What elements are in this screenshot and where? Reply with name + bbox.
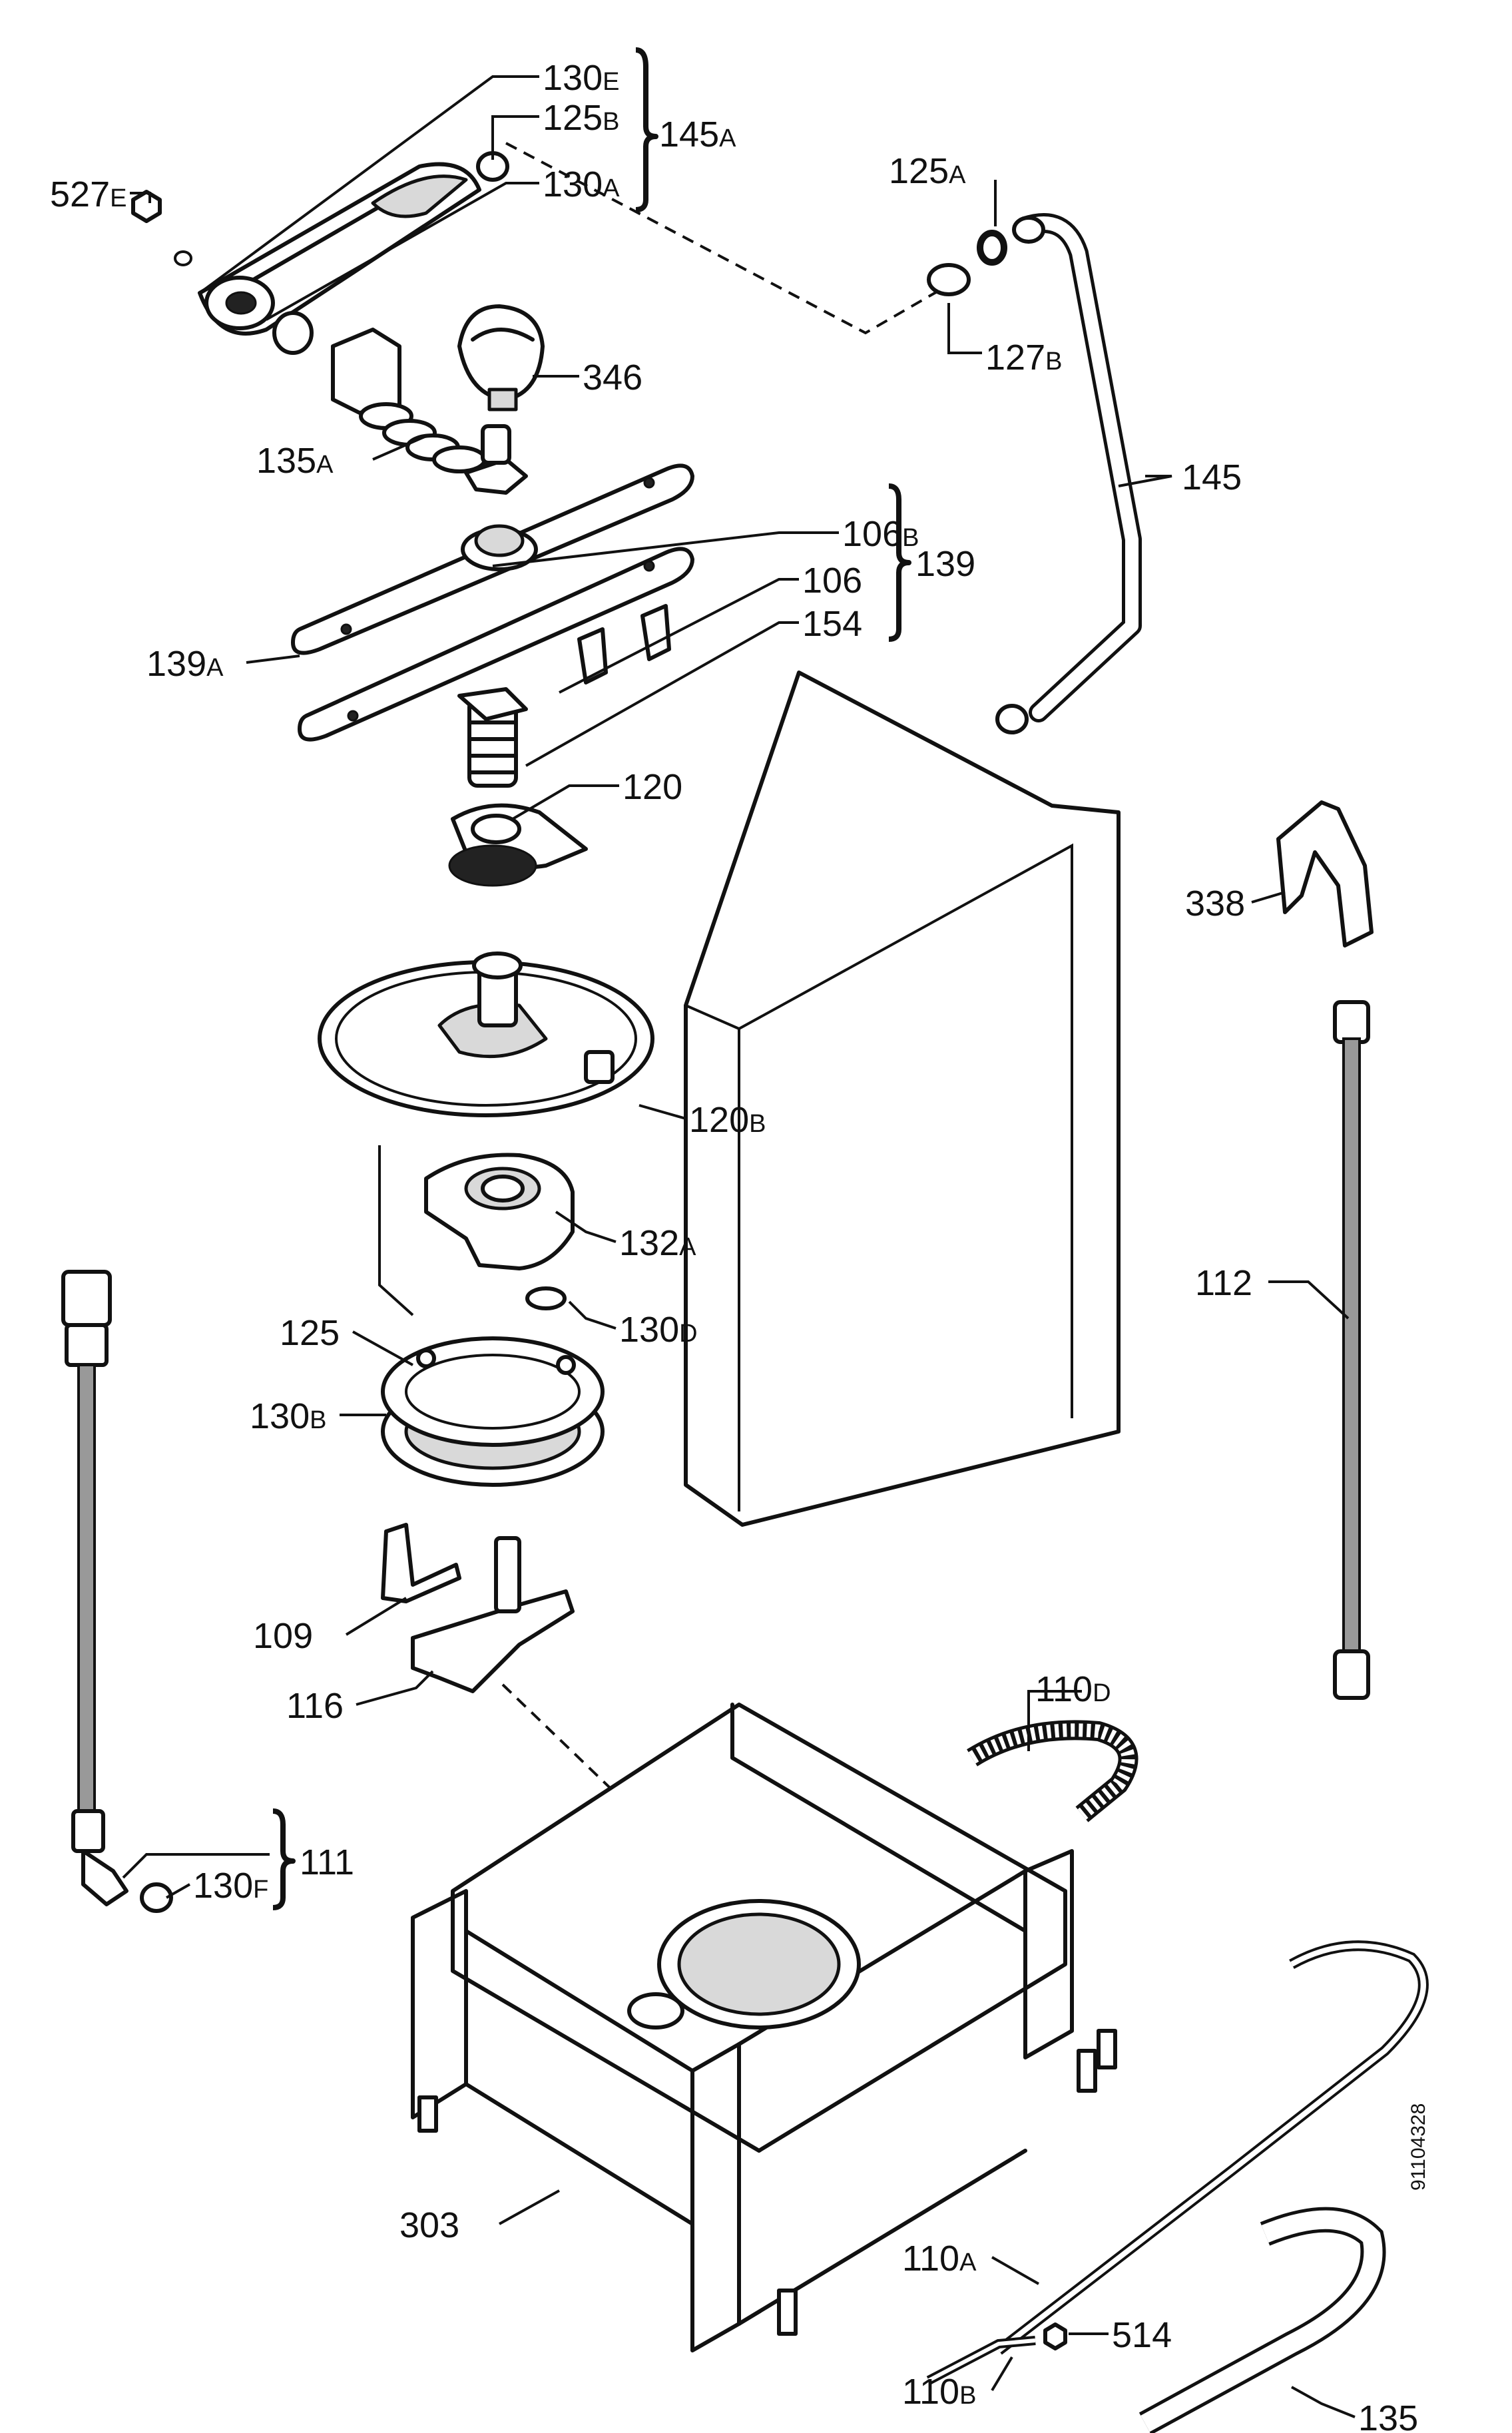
label-145a: 145A [659, 115, 736, 154]
label-139a: 139A [146, 644, 224, 684]
leader-lines [122, 75, 1356, 2418]
label-116: 116 [286, 1686, 344, 1726]
pump-housing [424, 1153, 575, 1310]
hub-assembly [448, 687, 588, 887]
group-braces [272, 47, 911, 1910]
filter-disc [318, 951, 654, 1117]
label-125a: 125A [889, 151, 966, 191]
label-110d: 110D [1035, 1669, 1111, 1709]
label-120: 120 [623, 767, 682, 807]
label-145: 145 [1182, 457, 1242, 497]
label-338: 338 [1185, 884, 1245, 924]
label-127b: 127B [985, 338, 1062, 378]
inlet-hose [61, 1270, 173, 1913]
label-130e: 130E [543, 58, 619, 98]
bracket-parts [381, 1523, 575, 1693]
base-frame [411, 1703, 1117, 2352]
braided-hose [1333, 1000, 1370, 1700]
document-number: 91104328 [1407, 2103, 1429, 2191]
tube-110a [995, 1940, 1429, 2355]
label-125: 125 [280, 1313, 340, 1353]
label-120b: 120B [689, 1100, 766, 1140]
part-labels: 130E 125B 145A 130A 527E 125A 127B 346 1… [50, 58, 1418, 2433]
label-514: 514 [1112, 2315, 1172, 2355]
drain-hose-135 [1138, 2207, 1386, 2433]
label-154: 154 [802, 604, 862, 644]
small-tube-110b [926, 2322, 1067, 2385]
lower-spray-arms [291, 463, 694, 742]
label-106: 106 [802, 561, 862, 601]
label-346: 346 [583, 358, 642, 398]
label-112: 112 [1195, 1263, 1252, 1303]
label-111: 111 [300, 1842, 354, 1882]
label-135a: 135A [256, 441, 334, 481]
label-109: 109 [253, 1616, 313, 1656]
label-130d: 130D [619, 1310, 698, 1350]
supply-pipe [927, 213, 1142, 734]
label-303: 303 [399, 2205, 459, 2245]
label-106b: 106B [842, 514, 919, 554]
curved-hose-110d [967, 1720, 1138, 1822]
label-130a: 130A [543, 164, 620, 204]
seal-ring [381, 1336, 605, 1487]
label-139: 139 [915, 544, 975, 584]
label-135: 135 [1358, 2398, 1418, 2433]
cabinet-outline [378, 671, 1121, 1527]
label-110b: 110B [902, 2372, 976, 2412]
label-132a: 132A [619, 1223, 696, 1263]
label-125b: 125B [543, 98, 619, 138]
clip-part [1276, 800, 1374, 947]
nozzle-part [457, 304, 545, 411]
label-130b: 130B [250, 1396, 326, 1436]
label-130f: 130F [193, 1866, 268, 1906]
label-527e: 527E [50, 174, 126, 214]
bellows-part [331, 328, 528, 495]
label-110a: 110A [902, 2239, 977, 2279]
upper-spray-arm [131, 151, 509, 355]
